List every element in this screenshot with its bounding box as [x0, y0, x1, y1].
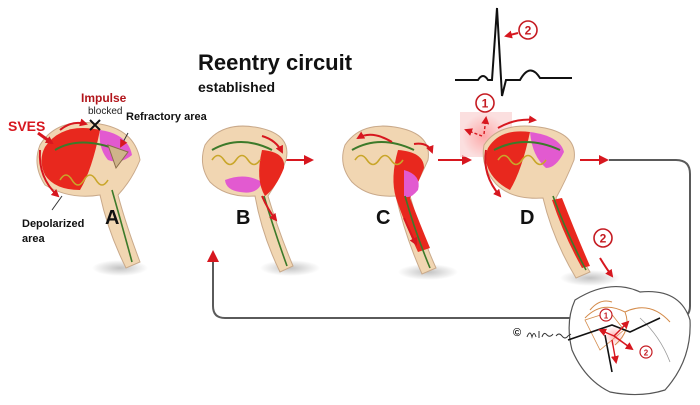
stage-d-dashed-arrow [481, 116, 490, 135]
stage-label-d: D [520, 207, 535, 229]
marker-1-stage-d: 1 [475, 93, 495, 113]
stage-c-arrow-down [403, 217, 417, 246]
diagram-title: Reentry circuit [198, 50, 353, 75]
stage-label-a: A [105, 207, 120, 229]
refractory-pointer [120, 132, 129, 148]
stage-c-pathway [342, 125, 458, 280]
stage-d-arrow-down [599, 257, 614, 278]
stage-d-pathway [482, 125, 620, 286]
stage-a-arrow-left [38, 149, 60, 198]
depolarized-pointer [51, 195, 63, 211]
stage-c-arrow-top [356, 131, 393, 143]
marker-2-ecg: 2 [518, 20, 538, 40]
marker-2-heart-label: 2 [644, 349, 649, 358]
impulse-label: Impulse [81, 91, 127, 105]
refractory-area-label: Refractory area [126, 111, 207, 123]
stage-a-arrow-top [59, 118, 88, 131]
ecg-trace [455, 7, 572, 97]
heart-inset [567, 286, 691, 396]
marker-1-heart: 1 [599, 308, 613, 322]
stage-label-b: B [236, 207, 251, 229]
stage-c-arrow-right [413, 142, 434, 154]
stage-b-arrow-down [261, 195, 278, 222]
blocked-label: blocked [88, 106, 123, 117]
marker-2-heart: 2 [639, 345, 653, 359]
ecg-marker-arrow [504, 30, 519, 39]
depolarized-area-label: Depolarized area [22, 217, 84, 247]
marker-2-ecg-label: 2 [525, 24, 532, 38]
marker-2-stage-d: 2 [593, 228, 613, 248]
blocked-x-icon [89, 119, 101, 131]
marker-1-stage-d-label: 1 [482, 97, 489, 111]
stage-label-c: C [376, 207, 391, 229]
sves-label: SVES [8, 118, 46, 134]
stage-d-arrow-left [484, 149, 502, 198]
depolarized-label-line2: area [22, 233, 45, 245]
stage-d-dashed-arrow-left [464, 128, 483, 137]
stage-b-pathway [201, 125, 320, 276]
marker-1-heart-label: 1 [604, 312, 609, 321]
depolarized-label-line1: Depolarized [22, 218, 85, 230]
author-signature-icon [526, 331, 572, 339]
sves-arrow [37, 131, 54, 145]
stage-d-arrow-top [497, 115, 537, 129]
stage-a-pathway [36, 122, 148, 276]
marker-2-stage-d-label: 2 [600, 232, 607, 246]
copyright-symbol: © [513, 327, 522, 339]
stage-b-arrow-top [261, 135, 283, 154]
diagram-subtitle: established [198, 79, 276, 95]
circuit-arrowhead [207, 250, 219, 262]
